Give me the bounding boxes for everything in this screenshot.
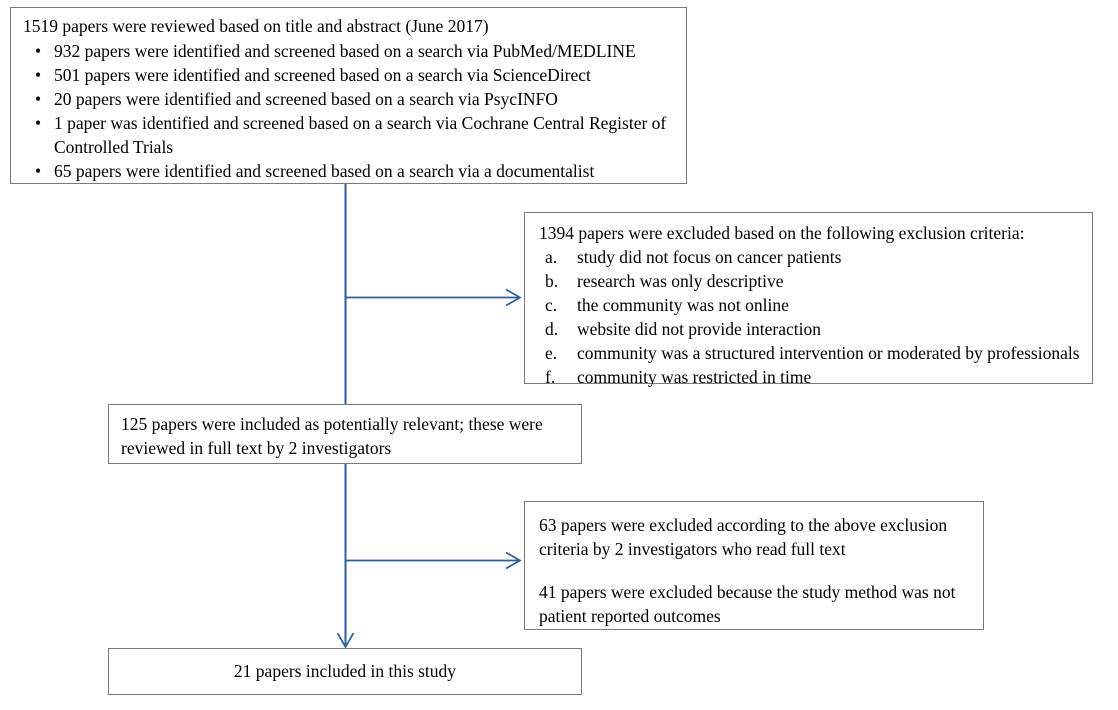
paragraph-spacer — [539, 562, 973, 581]
list-item: d. website did not provide interaction — [539, 318, 1084, 342]
box-final-included: 21 papers included in this study — [108, 648, 582, 695]
final-included-text: 21 papers included in this study — [233, 660, 457, 681]
list-item-label: 65 papers were identified and screened b… — [54, 160, 595, 181]
list-marker: c. — [545, 294, 558, 315]
list-item-label: the community was not online — [577, 294, 789, 315]
box-exclusion-criteria: 1394 papers were excluded based on the f… — [524, 212, 1093, 387]
list-item-label: 501 papers were identified and screened … — [54, 64, 591, 85]
excluded-fulltext-paragraph-2: 41 papers were excluded because the stud… — [539, 581, 956, 626]
arrowhead-to-fulltext-icon — [505, 551, 522, 570]
list-item-label: 20 papers were identified and screened b… — [54, 88, 558, 109]
list-item: • 65 papers were identified and screened… — [23, 160, 678, 184]
list-item: • 501 papers were identified and screene… — [23, 64, 678, 88]
box-search-sources: 1519 papers were reviewed based on title… — [10, 7, 687, 184]
list-item-label: 1 paper was identified and screened base… — [54, 112, 667, 157]
list-marker: d. — [545, 318, 559, 339]
list-item: f. community was restricted in time — [539, 366, 1084, 390]
list-marker: a. — [545, 246, 558, 267]
list-marker: f. — [545, 366, 556, 387]
bullet-icon: • — [35, 64, 42, 85]
search-sources-list: • 932 papers were identified and screene… — [23, 40, 678, 184]
bullet-icon: • — [35, 40, 42, 61]
list-marker: e. — [545, 342, 558, 363]
list-item: e. community was a structured interventi… — [539, 342, 1084, 366]
list-marker: b. — [545, 270, 559, 291]
list-item-label: community was restricted in time — [577, 366, 812, 387]
box-included-relevant: 125 papers were included as potentially … — [108, 404, 582, 464]
list-item-label: 932 papers were identified and screened … — [54, 40, 636, 61]
list-item: • 1 paper was identified and screened ba… — [23, 112, 678, 160]
list-item-label: website did not provide interaction — [577, 318, 821, 339]
bullet-icon: • — [35, 160, 42, 181]
exclusion-criteria-list: a. study did not focus on cancer patient… — [539, 246, 1084, 390]
bullet-icon: • — [35, 88, 42, 109]
exclusion-criteria-headline: 1394 papers were excluded based on the f… — [539, 223, 1025, 243]
included-relevant-text: 125 papers were included as potentially … — [121, 414, 543, 458]
arrowhead-to-criteria-icon — [505, 288, 522, 307]
list-item: • 932 papers were identified and screene… — [23, 40, 678, 64]
list-item: b. research was only descriptive — [539, 270, 1084, 294]
search-sources-headline: 1519 papers were reviewed based on title… — [23, 16, 489, 36]
list-item-label: community was a structured intervention … — [577, 342, 1080, 363]
arrowhead-to-final-icon — [336, 632, 355, 649]
bullet-icon: • — [35, 112, 42, 133]
list-item: a. study did not focus on cancer patient… — [539, 246, 1084, 270]
list-item: c. the community was not online — [539, 294, 1084, 318]
list-item: • 20 papers were identified and screened… — [23, 88, 678, 112]
list-item-label: research was only descriptive — [577, 270, 784, 291]
list-item-label: study did not focus on cancer patients — [577, 246, 842, 267]
box-excluded-fulltext: 63 papers were excluded according to the… — [524, 501, 984, 630]
excluded-fulltext-paragraph-1: 63 papers were excluded according to the… — [539, 515, 948, 559]
